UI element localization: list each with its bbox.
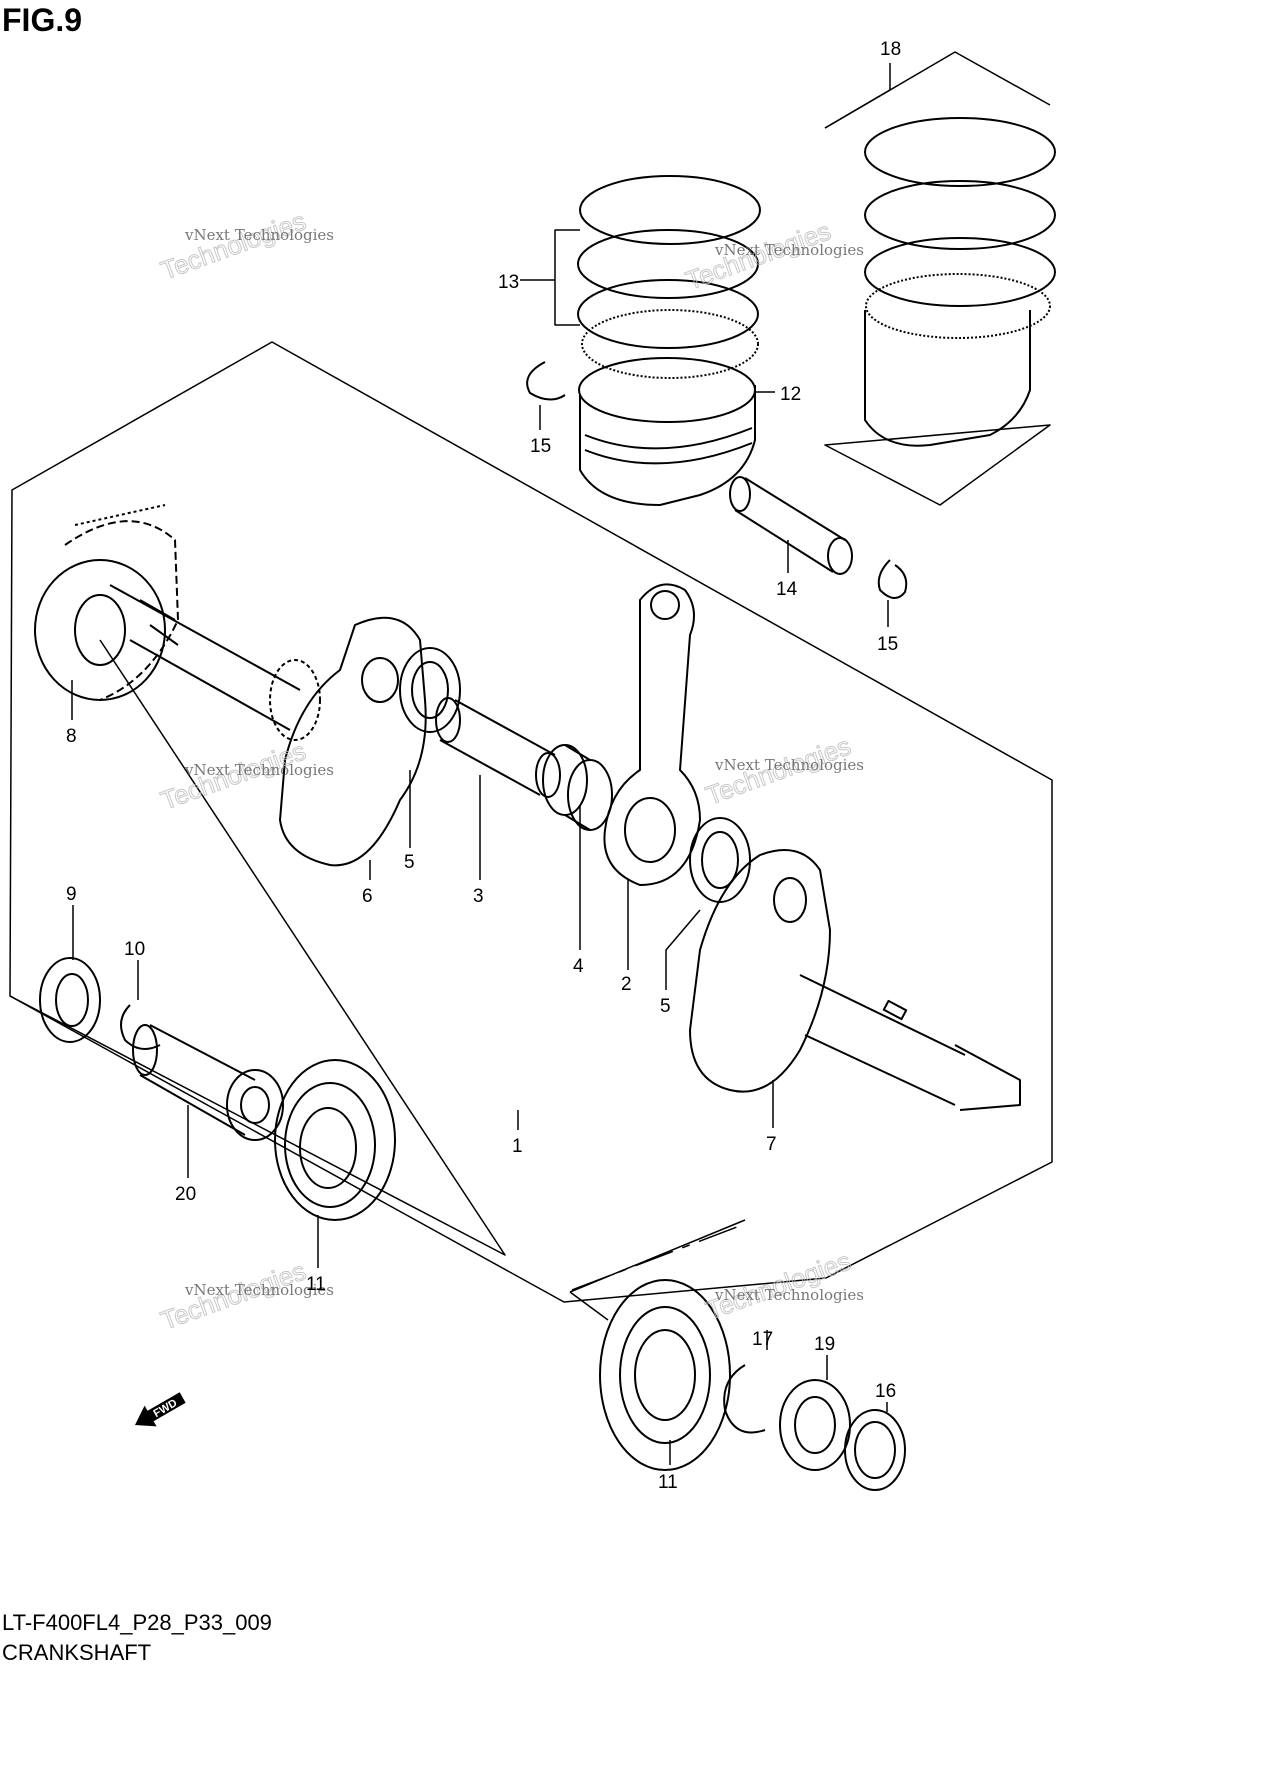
- svg-text:vNext Technologies: vNext Technologies: [714, 1286, 864, 1304]
- svg-text:Technologies: Technologies: [157, 206, 310, 286]
- piston-pin-circlip: [526, 361, 566, 401]
- bearing-19: [779, 1379, 851, 1471]
- callout-5b: 5: [660, 996, 671, 1017]
- callout-20: 20: [175, 1184, 196, 1205]
- needle-bearing: [542, 744, 613, 831]
- main-bearing-right: [599, 1279, 731, 1471]
- piston-kit-frame: [824, 51, 1051, 506]
- oil-seal-16: [844, 1409, 906, 1491]
- figure-code: LT-F400FL4_P28_P33_009: [2, 1610, 272, 1635]
- callout-9: 9: [66, 884, 77, 905]
- callout-6: 6: [362, 886, 373, 907]
- callout-15: 15: [530, 436, 551, 457]
- watermark: Technologies vNext Technologies Technolo…: [156, 205, 864, 1336]
- fwd-label: FWD: [152, 1397, 180, 1420]
- piston: [578, 357, 756, 506]
- main-bearing-left: [274, 1059, 396, 1221]
- callout-19: 19: [814, 1334, 835, 1355]
- crank-web-left: [34, 504, 179, 701]
- svg-text:vNext Technologies: vNext Technologies: [714, 756, 864, 774]
- callout-12: 12: [780, 384, 801, 405]
- pin-20: [132, 1024, 284, 1141]
- svg-text:vNext Technologies: vNext Technologies: [714, 241, 864, 259]
- callout-1: 1: [512, 1136, 523, 1157]
- callout-15b: 15: [877, 634, 898, 655]
- crank-web-7: [689, 849, 831, 1093]
- svg-text:vNext Technologies: vNext Technologies: [184, 226, 334, 244]
- bearing-group-bracket: [569, 1219, 746, 1321]
- leader-lines: [71, 63, 891, 1465]
- callout-11a: 11: [306, 1274, 326, 1295]
- callout-17: 17: [752, 1329, 773, 1350]
- piston-kit: [864, 117, 1056, 447]
- svg-text:vNext Technologies: vNext Technologies: [184, 761, 334, 779]
- figure-title: FIG.9: [2, 2, 83, 38]
- timing-sprocket: [269, 659, 321, 741]
- callout-3: 3: [473, 886, 484, 907]
- callout-18: 18: [880, 39, 901, 60]
- crank-shaft-right: [799, 974, 1021, 1111]
- crank-pin: [435, 697, 561, 798]
- callout-16: 16: [875, 1381, 896, 1402]
- callout-11b: 11: [658, 1472, 678, 1493]
- fwd-arrow-icon: FWD: [135, 1392, 186, 1427]
- circlip-17: [723, 1364, 766, 1434]
- assembly-bracket-lines: [9, 639, 506, 1256]
- bearing-9: [39, 957, 101, 1043]
- callout-5a: 5: [404, 852, 415, 873]
- circlip-10: [120, 1004, 161, 1050]
- thrust-washer-right: [689, 817, 751, 903]
- callout-labels: 18 13 12 15 14 15 8 5 3 6 4 2 5 9 10 7 1…: [66, 39, 901, 1493]
- svg-text:vNext Technologies: vNext Technologies: [184, 1281, 334, 1299]
- figure-name: CRANKSHAFT: [2, 1640, 152, 1665]
- piston-pin-circlip-2: [877, 559, 908, 599]
- crankshaft-assembly-frame: [9, 341, 1053, 1303]
- crank-shaft-left: [109, 584, 301, 731]
- piston-rings: [577, 175, 761, 379]
- callout-8: 8: [66, 726, 77, 747]
- crank-web-6: [279, 616, 427, 867]
- thrust-washer-left: [399, 647, 461, 733]
- callout-10: 10: [124, 939, 145, 960]
- callout-14: 14: [776, 579, 798, 600]
- callout-2: 2: [621, 974, 632, 995]
- callout-4: 4: [573, 956, 584, 977]
- connecting-rod: [603, 583, 701, 886]
- piston-pin: [729, 476, 853, 575]
- callout-7: 7: [766, 1134, 777, 1155]
- callout-13: 13: [498, 272, 519, 293]
